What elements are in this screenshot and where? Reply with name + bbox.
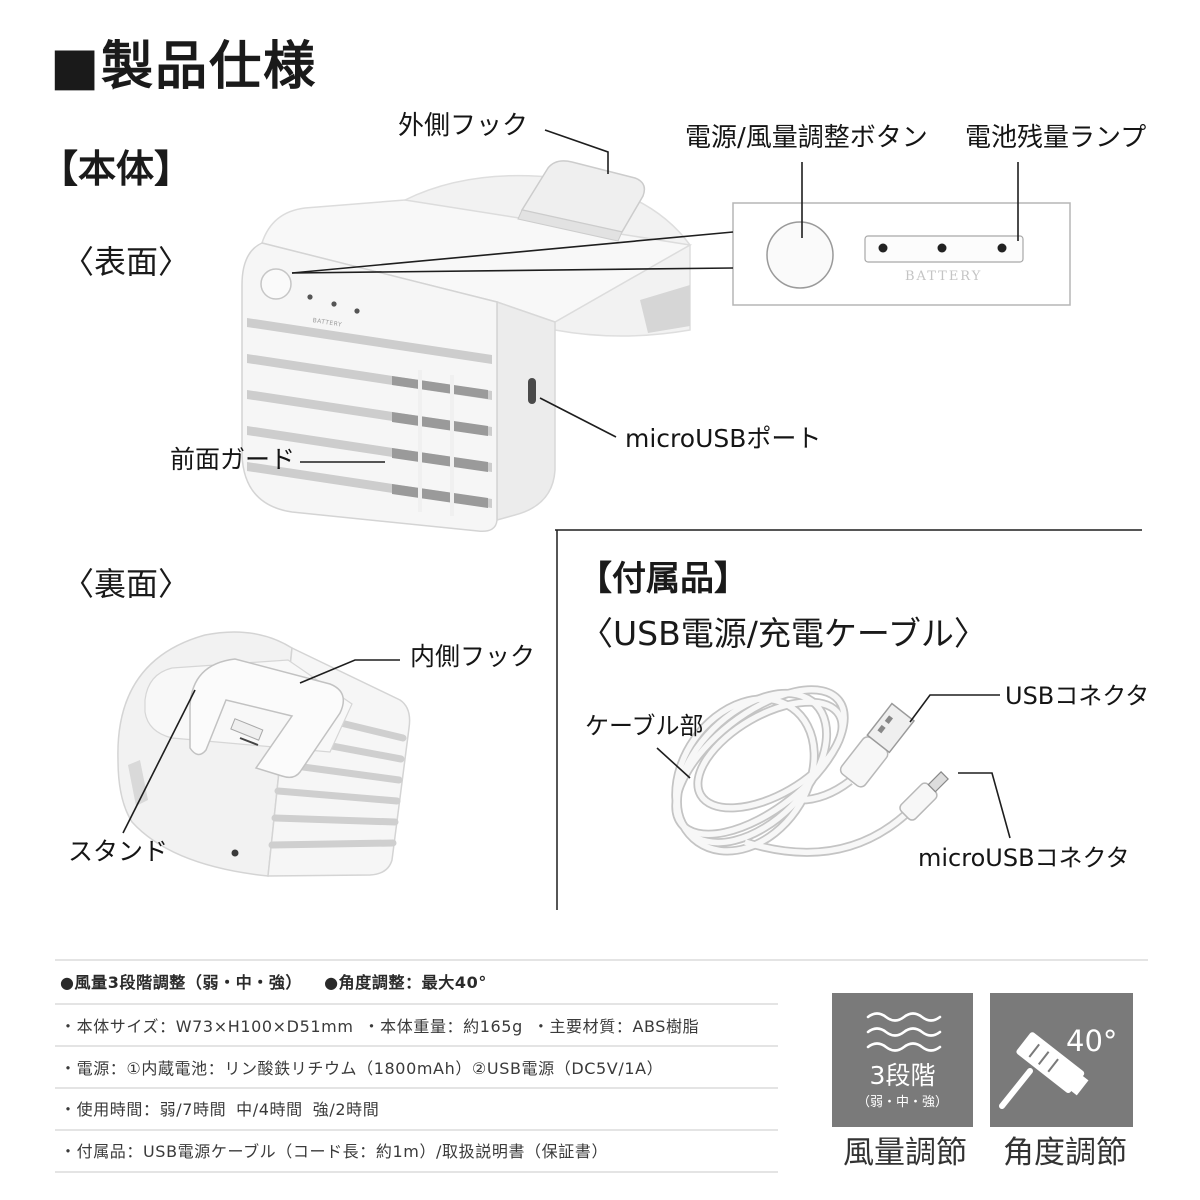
fan-back-illustration (117, 631, 411, 877)
leader-line-micro-usb-port (539, 397, 617, 438)
angle-caption: 角度調節 (1003, 1135, 1127, 1171)
inner-hook-label: 内側フック (410, 642, 536, 671)
spec-item: ・電源：①内蔵電池：リン酸鉄リチウム（1800mAh）②USB電源（DC5V/1… (60, 1059, 664, 1078)
leader-line-stand (122, 689, 196, 834)
outer-hook-label: 外側フック (398, 111, 529, 141)
leader-line-zoom-upper (291, 231, 734, 274)
front-view-heading: 〈表面〉 (62, 243, 191, 281)
spec-item: ・本体サイズ：W73×H100×D51mm (60, 1017, 354, 1036)
spec-item: ・付属品：USB電源ケーブル（コード長：約1m）/取扱説明書（保証書） (60, 1142, 609, 1161)
usb-cable-illustration (671, 685, 949, 857)
spec-row: ・電源：①内蔵電池：リン酸鉄リチウム（1800mAh）②USB電源（DC5V/1… (60, 1059, 663, 1079)
main-unit-heading: 【本体】 (40, 147, 193, 191)
outer-hook (517, 160, 646, 242)
angle-badge: 40° (990, 993, 1133, 1127)
spec-row: ●風量3段階調整（弱・中・強） ●角度調整：最大40° (60, 973, 487, 993)
inner-hook (189, 658, 345, 779)
fan-front-illustration (241, 160, 693, 533)
accessory-item-title: 〈USB電源/充電ケーブル〉 (580, 614, 987, 653)
page-title: ■製品仕様 (50, 37, 318, 97)
angle-value: 40° (1066, 1024, 1118, 1058)
wind-icon (866, 1012, 942, 1052)
spec-item: ・本体重量：約165g (363, 1017, 523, 1036)
stand-label: スタンド (68, 837, 169, 866)
battery-zoom-text: BATTERY (905, 269, 983, 284)
accessories-heading: 【付属品】 (578, 559, 748, 599)
airflow-value: 3段階 (869, 1061, 936, 1090)
back-view-heading: 〈裏面〉 (62, 565, 191, 603)
micro-usb-connector (899, 771, 949, 821)
cable-label: ケーブル部 (585, 712, 704, 740)
battery-lamp-label: 電池残量ランプ (965, 123, 1147, 153)
spec-item: ●角度調整：最大40° (324, 973, 487, 992)
front-guard-label: 前面ガード (170, 445, 296, 474)
micro-usb-connector-label: microUSBコネクタ (918, 844, 1130, 872)
micro-usb-port (528, 378, 536, 404)
spec-item: ・主要材質：ABS樹脂 (532, 1017, 700, 1036)
angle-fan-icon (999, 1032, 1089, 1109)
usb-connector-label: USBコネクタ (1005, 682, 1150, 710)
airflow-detail: （弱・中・強） (856, 1095, 948, 1110)
leader-line-inner-hook (299, 659, 400, 684)
button-zoom-box (732, 202, 1071, 306)
spec-row: ・付属品：USB電源ケーブル（コード長：約1m）/取扱説明書（保証書） (60, 1142, 608, 1162)
airflow-caption: 風量調節 (843, 1135, 967, 1171)
usb-a-connector (839, 702, 916, 788)
spec-table-rules (55, 959, 1148, 1173)
leader-line-micro-usb-connector (958, 772, 1011, 839)
micro-usb-port-label: microUSBポート (625, 424, 822, 453)
spec-item: ・使用時間：弱/7時間 (60, 1100, 227, 1119)
leader-line-usb-connector (909, 694, 1000, 723)
battery-lamp-dots (307, 294, 360, 314)
leader-line-cable (656, 747, 691, 779)
leader-line-outer-hook (544, 129, 609, 174)
spec-item: ●風量3段階調整（弱・中・強） (60, 973, 303, 992)
power-button-label: 電源/風量調整ボタン (685, 123, 928, 153)
power-button (260, 268, 292, 300)
spec-item: 中/4時間 (236, 1100, 303, 1119)
spec-item: 強/2時間 (312, 1100, 380, 1119)
leader-line-zoom-lower (291, 267, 734, 274)
airflow-badge: 3段階 （弱・中・強） (832, 993, 973, 1127)
spec-row: ・使用時間：弱/7時間 中/4時間 強/2時間 (60, 1100, 379, 1120)
spec-row: ・本体サイズ：W73×H100×D51mm ・本体重量：約165g ・主要材質：… (60, 1017, 699, 1037)
